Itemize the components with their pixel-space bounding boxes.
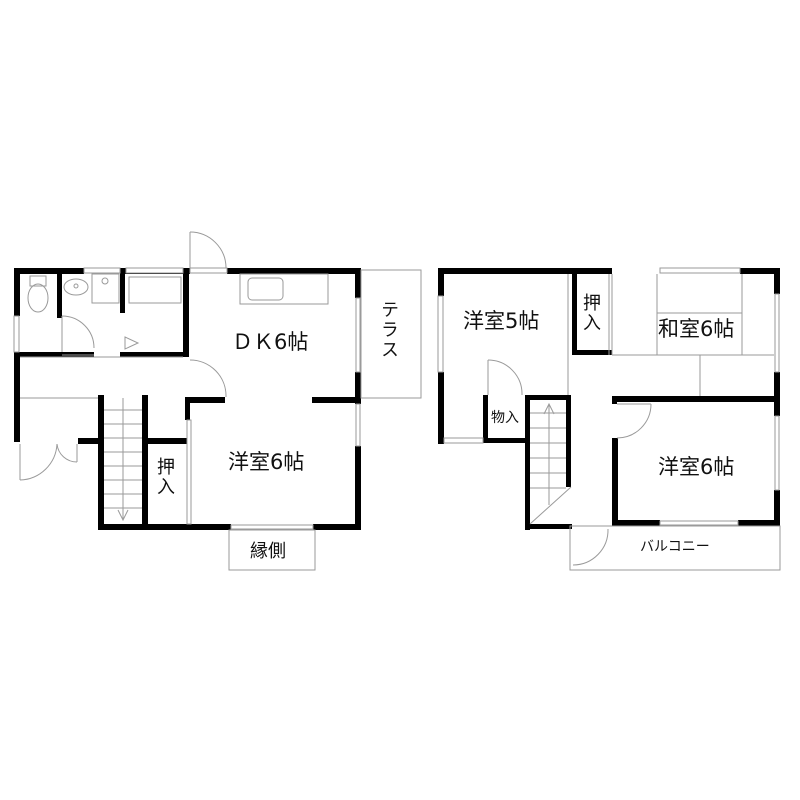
room-label-dk: ＤＫ6帖	[232, 330, 309, 354]
room-label-storage: 物入	[491, 410, 519, 426]
room-label-closet-2f: 押入	[580, 293, 601, 333]
room-label-western-room-6: 洋室6帖	[658, 455, 735, 479]
room-label-japanese-room: 和室6帖	[658, 317, 735, 341]
room-label-closet-1f: 押入	[154, 457, 175, 497]
floor2-walls	[438, 268, 780, 530]
floor2-stairs	[529, 402, 572, 525]
floor1-fixtures	[13, 231, 422, 571]
floor1-walls	[14, 268, 361, 530]
room-label-engawa: 縁側	[250, 541, 286, 562]
room-label-balcony: バルコニー	[640, 539, 710, 555]
floor1-stairs	[104, 398, 142, 522]
room-label-western-room-1f: 洋室6帖	[228, 450, 305, 474]
room-label-western-room-5: 洋室5帖	[463, 309, 540, 333]
floor2-fixtures	[437, 267, 781, 571]
room-label-terrace: テラス	[378, 300, 399, 360]
